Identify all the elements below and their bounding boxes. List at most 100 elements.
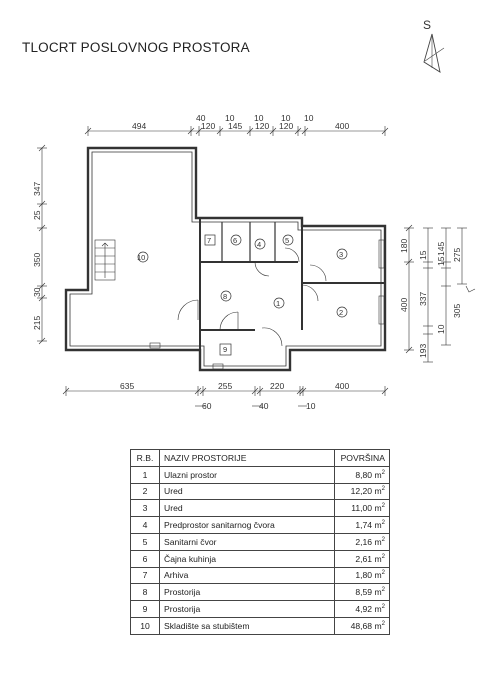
dim-top-10a: 10 (225, 113, 235, 123)
table-row: 3 Ured 11,00 m2 (130, 499, 390, 518)
area-unit: m (374, 520, 382, 531)
area-unit: m (374, 486, 382, 497)
dim-right-145: 145 (436, 242, 446, 256)
row-room-name: Ured (159, 499, 335, 518)
row-room-name: Arhiva (159, 566, 335, 585)
row-rb: 6 (130, 549, 160, 568)
row-area: 2,16 m2 (334, 532, 390, 551)
area-unit: m (374, 469, 382, 480)
dim-bottom-220: 220 (270, 381, 284, 391)
area-value: 8,80 (355, 469, 373, 480)
table-header-row: R.B. NAZIV PROSTORIJE POVRŠINA (130, 449, 390, 467)
room-label-10: 10 (137, 253, 145, 262)
dim-top-120a: 120 (201, 121, 215, 131)
left-dimension-chain (37, 144, 47, 345)
row-rb: 9 (130, 600, 160, 618)
dim-right-180: 180 (399, 239, 409, 253)
table-row: 8 Prostorija 8,59 m2 (130, 583, 390, 602)
room-markers (137, 234, 348, 356)
dim-top-400: 400 (335, 121, 349, 131)
floor-plan: S 494 40 10 10 10 10 120 145 120 120 400… (32, 18, 476, 411)
row-room-name: Ulazni prostor (159, 465, 335, 484)
dim-top-145: 145 (228, 121, 242, 131)
room-label-6: 6 (233, 236, 237, 245)
header-room-name: NAZIV PROSTORIJE (159, 449, 335, 467)
row-rb: 7 (130, 566, 160, 585)
dim-right-10: 10 (436, 324, 446, 334)
area-value: 11,00 (351, 503, 373, 514)
dim-right-337: 337 (418, 292, 428, 306)
area-value: 1,74 (355, 520, 373, 531)
area-unit: m (374, 536, 382, 547)
dim-bottom-10: 10 (306, 401, 316, 411)
dim-right-193: 193 (418, 344, 428, 358)
area-value: 2,61 (355, 553, 373, 564)
dim-right-15b: 15 (436, 256, 446, 266)
area-unit: m (374, 553, 382, 564)
dim-right-400: 400 (399, 298, 409, 312)
row-room-name: Prostorija (159, 583, 335, 602)
area-value: 48,68 (350, 620, 373, 631)
area-unit: m (374, 604, 382, 615)
dim-top-10b: 10 (254, 113, 264, 123)
north-arrow-icon: S (423, 18, 445, 73)
row-rb: 2 (130, 482, 160, 501)
row-area: 1,80 m2 (334, 566, 390, 585)
area-value: 12,20 (350, 486, 373, 497)
dim-right-275: 275 (452, 248, 462, 262)
area-unit: m (374, 587, 382, 598)
room-label-4: 4 (257, 240, 261, 249)
dim-top-10d: 10 (304, 113, 314, 123)
row-area: 48,68 m2 (334, 616, 390, 635)
row-area: 8,80 m2 (334, 465, 390, 484)
table-row: 4 Predprostor sanitarnog čvora 1,74 m2 (130, 516, 390, 534)
dim-bottom-400: 400 (335, 381, 349, 391)
row-room-name: Ured (159, 482, 335, 501)
row-area: 12,20 m2 (334, 482, 390, 501)
row-area: 1,74 m2 (334, 516, 390, 534)
row-rb: 3 (130, 499, 160, 518)
area-value: 1,80 (355, 570, 373, 581)
area-value: 8,59 (355, 587, 373, 598)
row-rb: 10 (130, 616, 160, 635)
row-room-name: Sanitarni čvor (159, 532, 335, 551)
area-value: 4,92 (355, 604, 373, 615)
area-unit: m (374, 620, 382, 631)
dim-left-350: 350 (32, 253, 42, 267)
dim-bottom-635: 635 (120, 381, 134, 391)
walls (64, 146, 387, 372)
dim-top-40: 40 (196, 113, 206, 123)
staircase (94, 239, 116, 281)
row-room-name: Prostorija (159, 600, 335, 618)
row-area: 4,92 m2 (334, 600, 390, 618)
row-area: 2,61 m2 (334, 549, 390, 568)
dim-left-347: 347 (32, 182, 42, 196)
dim-right-15a: 15 (418, 250, 428, 260)
dim-left-215: 215 (32, 316, 42, 330)
row-room-name: Skladište sa stubištem (159, 616, 335, 635)
table-row: 9 Prostorija 4,92 m2 (130, 600, 390, 618)
row-rb: 1 (130, 465, 160, 484)
plan-title: TLOCRT POSLOVNOG PROSTORA (22, 40, 250, 55)
dim-bottom-40: 40 (259, 401, 269, 411)
table-row: 2 Ured 12,20 m2 (130, 482, 390, 501)
header-area: POVRŠINA (334, 449, 390, 467)
row-rb: 5 (130, 532, 160, 551)
table-row: 6 Čajna kuhinja 2,61 m2 (130, 549, 390, 568)
area-unit: m (374, 503, 382, 514)
room-label-5: 5 (285, 236, 289, 245)
room-label-8: 8 (223, 292, 227, 301)
right-dimension-chains (404, 224, 476, 363)
dim-bottom-60: 60 (202, 401, 212, 411)
dim-right-305: 305 (452, 304, 462, 318)
row-room-name: Predprostor sanitarnog čvora (159, 516, 335, 534)
row-area: 11,00 m2 (334, 499, 390, 518)
room-label-1: 1 (276, 299, 280, 308)
row-room-name: Čajna kuhinja (159, 549, 335, 568)
table-row: 7 Arhiva 1,80 m2 (130, 566, 390, 585)
bottom-dimension-chain (62, 386, 389, 407)
north-label: S (423, 18, 431, 32)
dim-top-120c: 120 (279, 121, 293, 131)
dim-top-10c: 10 (281, 113, 291, 123)
table-row: 5 Sanitarni čvor 2,16 m2 (130, 532, 390, 551)
